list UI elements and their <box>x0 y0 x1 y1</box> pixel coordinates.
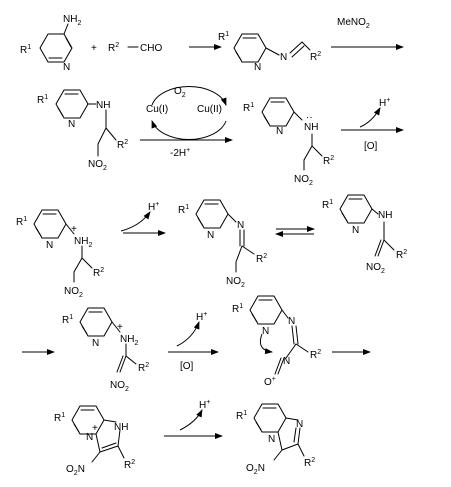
svg-text:N: N <box>92 338 99 349</box>
final-deprotonation-arrow: H+ <box>164 399 223 439</box>
svg-text:NH: NH <box>96 100 110 111</box>
deprotonation-one-arrow: H+ <box>120 201 166 236</box>
svg-text:N: N <box>207 230 214 241</box>
svg-text:N: N <box>86 432 93 443</box>
svg-text:R2: R2 <box>310 51 321 63</box>
svg-text:NO2: NO2 <box>226 276 245 289</box>
svg-text:R2: R2 <box>124 459 135 471</box>
svg-text:NO2: NO2 <box>88 159 107 172</box>
nitromethane-reagent: MeNO2 <box>337 17 370 30</box>
svg-text:O2N: O2N <box>66 464 85 477</box>
svg-text:H+: H+ <box>196 311 207 323</box>
svg-text:N: N <box>68 119 75 130</box>
copper-one-label: Cu(I) <box>146 104 168 115</box>
aldehyde-label: CHO <box>140 43 162 54</box>
svg-text:R2: R2 <box>310 349 321 361</box>
svg-text:R1: R1 <box>218 31 229 43</box>
svg-text:R2: R2 <box>396 249 407 261</box>
svg-text:R1: R1 <box>37 94 48 106</box>
svg-text:N: N <box>276 126 283 137</box>
svg-text:R1: R1 <box>322 199 333 211</box>
svg-text:R2: R2 <box>108 42 119 54</box>
svg-text:NH2: NH2 <box>120 334 138 347</box>
step-three-conditions: H+ [O] <box>341 97 404 152</box>
svg-text:N: N <box>280 52 287 63</box>
svg-text:R1: R1 <box>232 303 243 315</box>
nitroimidazopyridine-product-structure: R1 N N R2 O2N <box>236 403 315 476</box>
svg-text:R2: R2 <box>117 139 128 151</box>
svg-text:[O]: [O] <box>364 141 378 152</box>
svg-text:R2: R2 <box>93 267 104 279</box>
imine-structure: R1 N N R2 <box>218 31 321 73</box>
svg-text:H+: H+ <box>199 399 210 411</box>
imine-nitro-structure: R1 N N R2 NO2 <box>178 199 267 289</box>
svg-text:R2: R2 <box>138 362 149 374</box>
svg-text:+: + <box>71 224 77 235</box>
nitroamine-intermediate-structure: R1 N NH R2 NO2 <box>37 89 128 172</box>
svg-text:N: N <box>283 356 290 367</box>
svg-text:H+: H+ <box>148 201 159 213</box>
svg-text:H+: H+ <box>379 97 390 109</box>
ring-nitrogen-label: N <box>63 62 70 73</box>
proton-loss-label: -2H+ <box>170 147 190 159</box>
aminopyridine-structure: NH2 N R1 <box>20 14 81 73</box>
svg-text:R1: R1 <box>16 216 27 228</box>
copper-catalytic-cycle: O2 Cu(I) Cu(II) -2H+ <box>140 85 233 159</box>
plus-sign: + <box>91 43 97 54</box>
nitroalkene-imine-structure: R1 N N R2 N O+ <box>232 295 321 388</box>
aldehyde-structure: R2 CHO <box>108 42 162 54</box>
aminyl-radical-structure: R1 N NH ·· R2 NO2 <box>243 97 334 187</box>
svg-text:O+: O+ <box>264 376 276 388</box>
svg-text:N: N <box>268 434 275 445</box>
svg-text:N: N <box>237 220 244 231</box>
svg-text:N: N <box>254 62 261 73</box>
svg-text:R2: R2 <box>256 253 267 265</box>
svg-text:R2: R2 <box>323 155 334 167</box>
svg-text:O2N: O2N <box>246 463 265 476</box>
dihydroimidazopyridinium-structure: R1 N + NH R2 O2N <box>54 405 135 477</box>
enamine-structure: R1 N NH R2 NO2 <box>322 194 407 275</box>
svg-text:R1: R1 <box>236 410 247 422</box>
svg-text:NO2: NO2 <box>64 286 83 299</box>
svg-text:NH: NH <box>304 122 318 133</box>
svg-text:NH: NH <box>114 422 128 433</box>
svg-text:NO2: NO2 <box>110 380 129 393</box>
radical-dot: ·· <box>306 112 313 123</box>
r1-substituent-label: R1 <box>20 44 31 56</box>
svg-text:NO2: NO2 <box>294 174 313 187</box>
aminium-cation-structure: R1 N NH2 + R2 NO2 <box>16 209 104 299</box>
svg-text:N: N <box>46 240 53 251</box>
svg-text:N: N <box>352 225 359 236</box>
svg-text:+: + <box>117 322 123 333</box>
enamine-cation-structure: R1 N NH2 + R2 NO2 <box>62 307 149 393</box>
svg-text:NH: NH <box>378 210 392 221</box>
amine-label: NH2 <box>63 14 81 27</box>
svg-text:N: N <box>288 316 295 327</box>
svg-text:N: N <box>296 419 303 430</box>
oxygen-reagent: O2 <box>174 86 186 99</box>
svg-text:+: + <box>92 423 98 434</box>
copper-two-label: Cu(II) <box>197 104 222 115</box>
svg-text:R1: R1 <box>62 314 73 326</box>
svg-text:R2: R2 <box>304 457 315 469</box>
step-five-conditions: H+ [O] <box>168 311 219 372</box>
svg-text:NH2: NH2 <box>74 236 92 249</box>
svg-text:NO2: NO2 <box>366 262 385 275</box>
svg-text:R1: R1 <box>243 102 254 114</box>
svg-text:N: N <box>262 326 269 337</box>
svg-text:R1: R1 <box>54 412 65 424</box>
tautomer-equilibrium-arrows <box>275 226 315 237</box>
svg-text:[O]: [O] <box>180 361 194 372</box>
svg-text:R1: R1 <box>178 204 189 216</box>
